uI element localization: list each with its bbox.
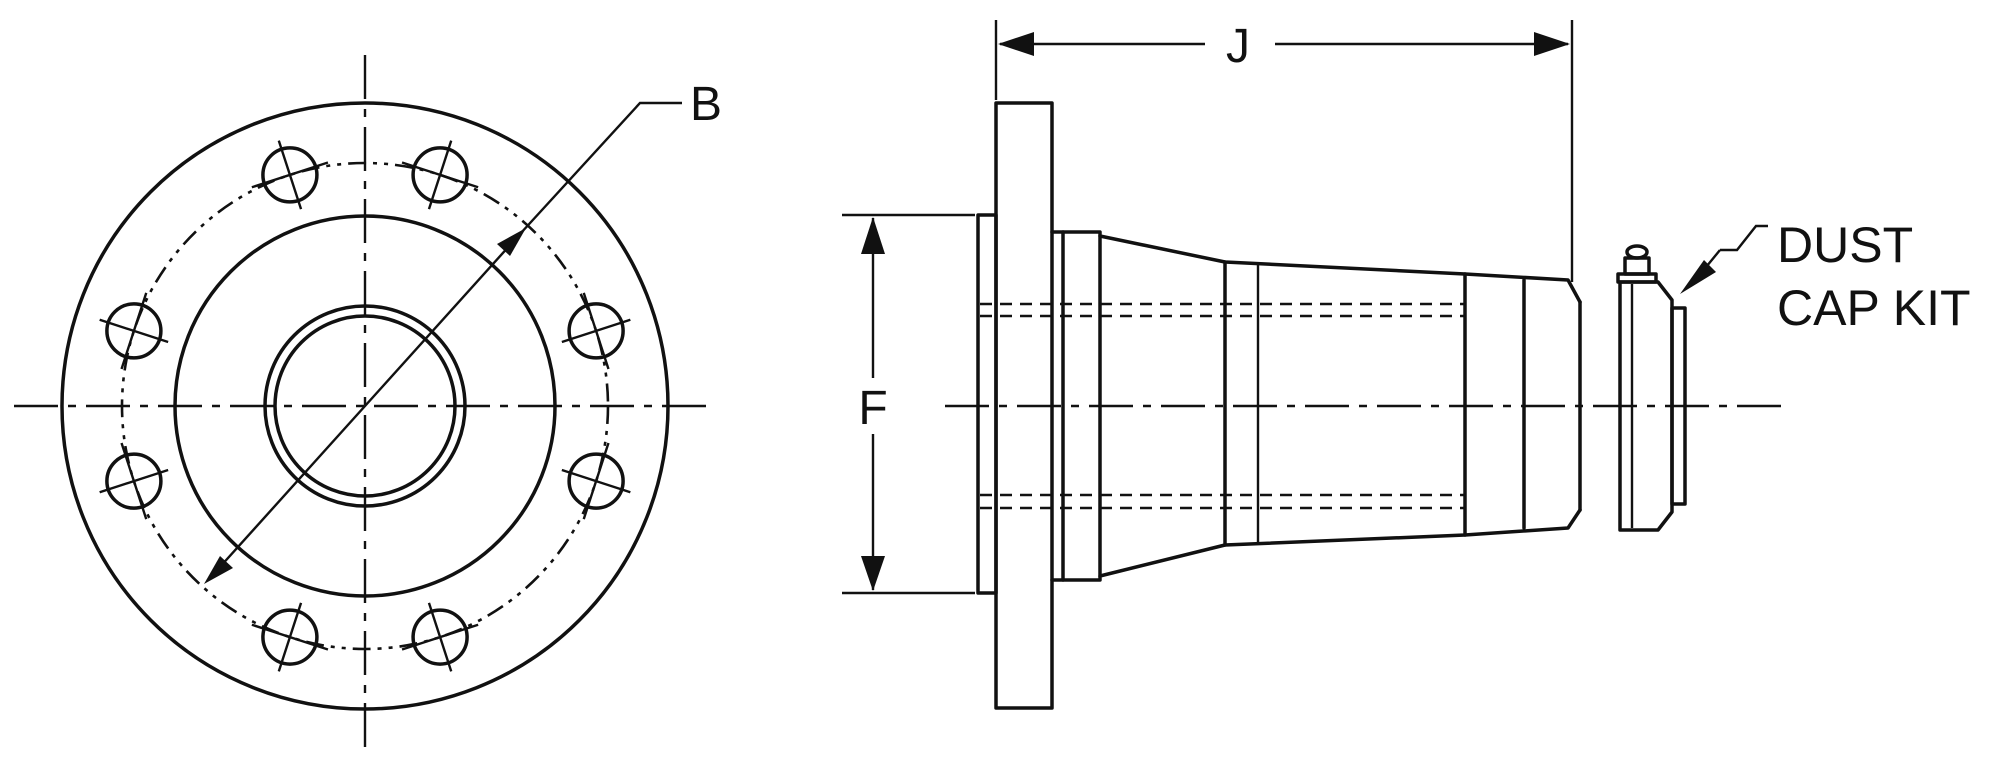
grease-fitting-hex: [1623, 256, 1651, 276]
bolt-hole-circle: [105, 452, 163, 510]
bolt-hole: [401, 602, 479, 672]
bolt-hole-circle: [567, 302, 625, 360]
bolt-holes: [99, 140, 631, 672]
bolt-hole: [561, 442, 631, 520]
dimension-b-arrow-lower: [204, 556, 233, 584]
bolt-hole-radial-line: [427, 602, 453, 672]
spindle-outline-top: [1050, 230, 1582, 304]
dimension-j-label: J: [1226, 20, 1250, 73]
bolt-hole-radial-line: [99, 318, 169, 344]
side-view: J F: [842, 20, 1785, 710]
dust-cap-kit: DUST CAP KIT: [1616, 217, 1971, 532]
dimension-j-arrow-right: [1534, 32, 1570, 56]
bolt-hole-circle: [261, 608, 319, 666]
dimension-j-arrow-left: [998, 32, 1034, 56]
bolt-hole: [401, 140, 479, 210]
bolt-hole-circle: [567, 452, 625, 510]
bore-inner-circle: [273, 314, 457, 498]
grease-fitting: [1616, 244, 1658, 284]
dimension-f-arrow-bottom: [861, 556, 885, 591]
bolt-hole: [561, 292, 631, 370]
bolt-hole: [251, 140, 329, 210]
bolt-circle: [120, 161, 610, 651]
bolt-hole-radial-line: [427, 140, 453, 210]
bolt-hole-circle: [411, 146, 469, 204]
dimension-f-arrow-top: [861, 217, 885, 254]
dimension-b-label: B: [690, 78, 722, 131]
bolt-hole: [99, 442, 169, 520]
dust-cap-callout-line2: CAP KIT: [1777, 280, 1971, 336]
spindle-outline-bottom: [1050, 508, 1582, 582]
flange-pilot: [976, 213, 998, 595]
bolt-hole-radial-line: [561, 468, 631, 494]
dust-cap-leader-arrow: [1680, 260, 1716, 294]
bolt-hole: [251, 602, 329, 672]
dust-cap-lip: [1670, 306, 1687, 506]
dimension-f-label: F: [858, 382, 887, 435]
bolt-hole-radial-line: [277, 140, 303, 210]
bolt-hole-radial-line: [99, 468, 169, 494]
flange-outer-circle: [60, 101, 670, 711]
dust-cap-body: [1618, 280, 1674, 532]
bolt-hole-circle: [105, 302, 163, 360]
dimension-b-arrow-upper: [497, 228, 526, 256]
bolt-hole-circle: [261, 146, 319, 204]
dimension-b-line: [209, 233, 521, 579]
front-view: B: [14, 55, 722, 755]
dust-cap-callout-line1: DUST: [1777, 217, 1913, 273]
bolt-hole: [99, 292, 169, 370]
dust-cap-leader: [1720, 224, 1768, 252]
bolt-hole-radial-line: [277, 602, 303, 672]
grease-fitting-ball: [1625, 244, 1649, 260]
dimension-b-leader: [519, 101, 682, 235]
bolt-hole-radial-line: [561, 318, 631, 344]
hub-circle: [173, 214, 557, 598]
bore-outer-circle: [263, 304, 467, 508]
bolt-hole-circle: [411, 608, 469, 666]
